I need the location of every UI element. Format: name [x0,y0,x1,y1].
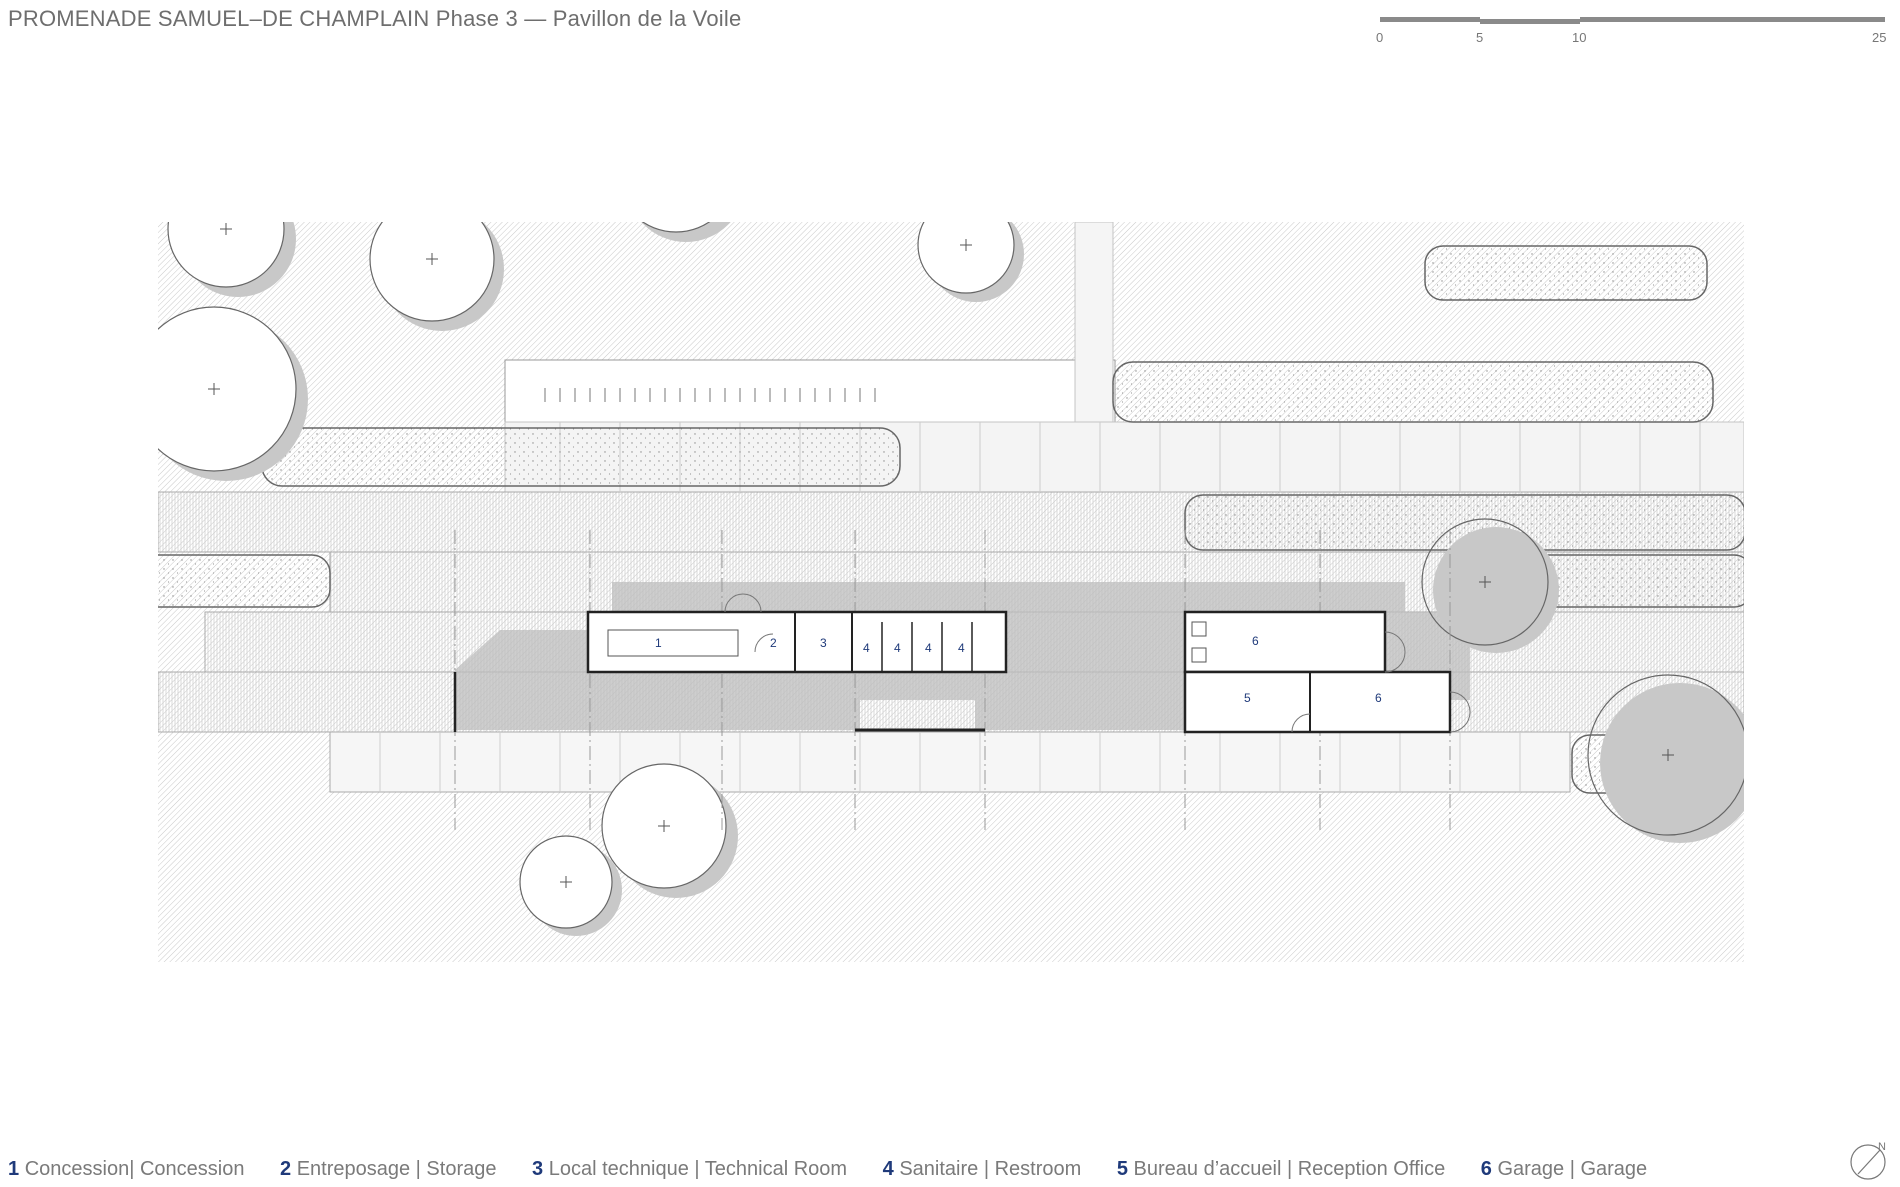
legend-item-1: 1 Concession| Concession [8,1158,245,1180]
legend-item-3: 3 Local technique | Technical Room [532,1158,848,1180]
room-label-3: 3 [820,636,827,650]
legend-item-6: 6 Garage | Garage [1480,1158,1648,1180]
pavilion-building [453,593,1471,734]
legend-item-2: 2 Entreposage | Storage [280,1158,497,1180]
page-title: PROMENADE SAMUEL–DE CHAMPLAIN Phase 3 — … [8,6,742,31]
north-arrow-icon: N [1848,1138,1892,1182]
room-label-1: 1 [655,636,662,650]
scale-tick-5: 5 [1476,30,1484,45]
planting-bed-2 [1112,361,1714,423]
scale-bar: 0 5 10 25 [1376,14,1890,54]
scale-tick-25: 25 [1872,30,1887,45]
north-label: N [1878,1141,1886,1153]
trees [158,222,1744,936]
room-label-2: 2 [770,636,777,650]
planting-bed-6 [158,554,331,608]
planting-bed-3 [1424,245,1708,301]
room-label-6a: 6 [1252,634,1259,648]
scale-tick-10: 10 [1572,30,1587,45]
legend: 1 Concession| Concession 2 Entreposage |… [8,1158,1677,1181]
paved-band [329,731,1571,793]
planting-bed-1 [261,427,901,487]
bike-rack [544,388,876,402]
scale-tick-0: 0 [1376,30,1384,45]
room-label-4a: 4 [863,641,870,655]
legend-item-5: 5 Bureau d’accueil | Reception Office [1116,1158,1446,1180]
tree-centers [208,223,1674,888]
room-label-5: 5 [1244,691,1251,705]
room-label-4d: 4 [958,641,965,655]
legend-item-4: 4 Sanitaire | Restroom [882,1158,1082,1180]
room-label-4c: 4 [925,641,932,655]
bike-parking [504,359,1116,423]
room-label-4b: 4 [894,641,901,655]
room-label-6b: 6 [1375,691,1382,705]
